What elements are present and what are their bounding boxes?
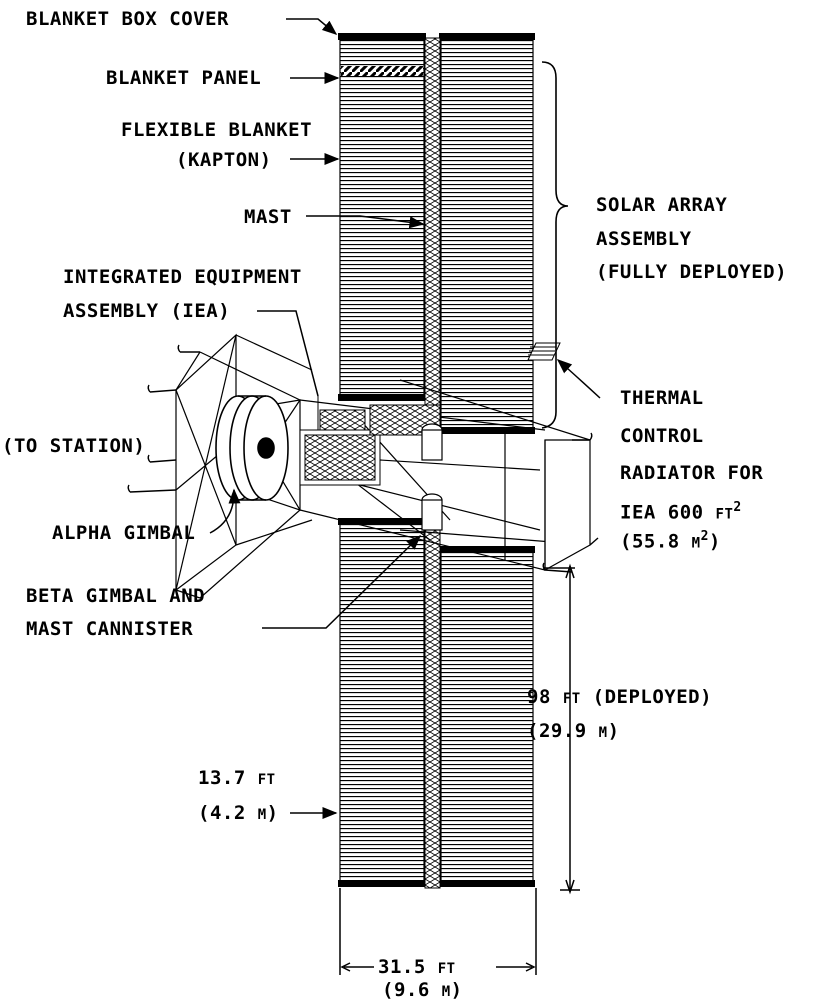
alpha-gimbal — [215, 395, 289, 501]
station-ticks — [127, 344, 599, 573]
lower-mast — [424, 529, 441, 889]
label-total-ft: 31.5 FT — [378, 956, 456, 978]
label-iea-line1: INTEGRATED EQUIPMENT — [63, 266, 302, 288]
dimension-lines — [290, 563, 580, 975]
lower-right-blanket — [439, 546, 535, 887]
solar-array-bracket — [541, 61, 569, 429]
beta-gimbal — [421, 423, 443, 531]
label-iea-line2: ASSEMBLY (IEA) — [63, 300, 231, 322]
label-blanket-box-cover: BLANKET BOX COVER — [26, 8, 229, 30]
label-thermal-line1: THERMAL — [620, 387, 704, 409]
label-length-m: (29.9 M) — [527, 720, 620, 742]
upper-right-blanket — [439, 33, 535, 434]
label-thermal-line3: RADIATOR FOR — [620, 462, 764, 484]
label-alpha-gimbal: ALPHA GIMBAL — [52, 522, 196, 544]
label-thermal-line5: (55.8 M2) — [620, 529, 721, 553]
label-length-ft: 98 FT (DEPLOYED) — [527, 686, 713, 708]
label-thermal-line4: IEA 600 FT2 — [620, 500, 742, 524]
label-mast: MAST — [244, 206, 292, 228]
label-kapton: (KAPTON) — [176, 149, 272, 171]
label-beta-gimbal-line2: MAST CANNISTER — [26, 618, 194, 640]
label-beta-gimbal-line1: BETA GIMBAL AND — [26, 585, 206, 607]
label-width-ft: 13.7 FT — [198, 767, 276, 789]
upper-mast — [424, 37, 441, 431]
central-truss — [175, 333, 591, 599]
leader-lines — [209, 18, 601, 629]
lower-left-blanket — [338, 518, 426, 887]
label-solar-array-line3: (FULLY DEPLOYED) — [596, 261, 788, 283]
label-solar-array-line2: ASSEMBLY — [596, 228, 692, 250]
label-solar-array-line1: SOLAR ARRAY — [596, 194, 728, 216]
iea-module — [299, 395, 441, 486]
label-total-m: (9.6 M) — [382, 979, 463, 1001]
label-thermal-line2: CONTROL — [620, 425, 704, 447]
label-width-m: (4.2 M) — [198, 802, 279, 824]
label-flexible-blanket: FLEXIBLE BLANKET — [121, 119, 313, 141]
thermal-radiator — [527, 342, 561, 361]
upper-left-blanket — [338, 33, 426, 401]
blanket-panel-hatch — [341, 66, 423, 76]
label-to-station: (TO STATION) — [2, 435, 146, 457]
label-blanket-panel: BLANKET PANEL — [106, 67, 262, 89]
